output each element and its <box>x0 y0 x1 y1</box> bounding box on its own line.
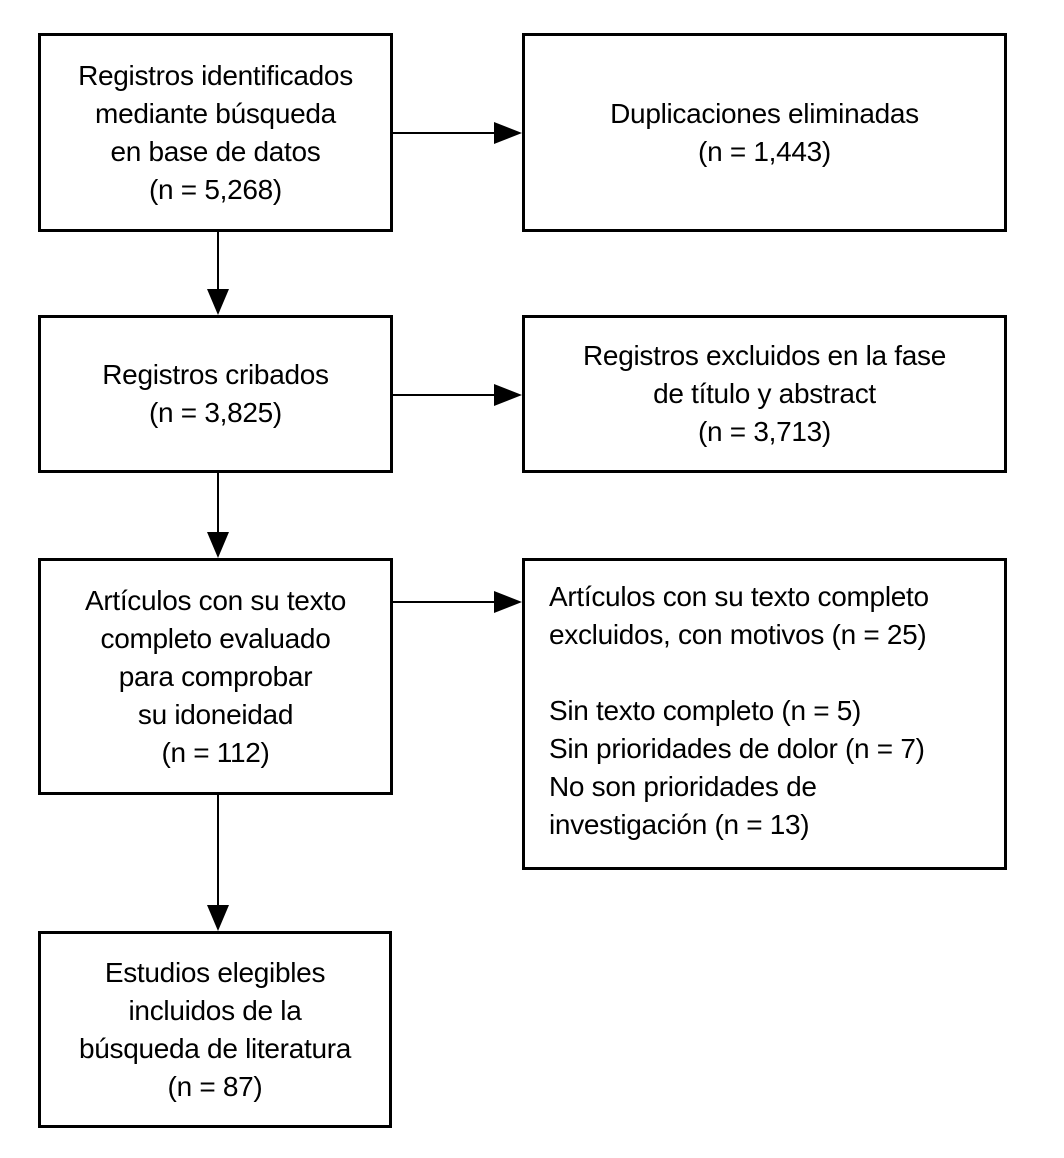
arrow-fulltext-to-included-shaft <box>217 795 219 906</box>
arrowhead-right-icon <box>494 122 522 144</box>
flow-box-records-identified: Registros identificados mediante búsqued… <box>38 33 393 232</box>
arrow-screened-to-excluded-shaft <box>393 394 496 396</box>
flow-box-records-screened: Registros cribados (n = 3,825) <box>38 315 393 473</box>
flow-box-records-identified-text: Registros identificados mediante búsqued… <box>78 59 353 205</box>
flow-box-fulltext-excluded-text: Artículos con su texto completo excluido… <box>549 581 929 840</box>
flow-box-fulltext-assessed: Artículos con su texto completo evaluado… <box>38 558 393 795</box>
arrow-screened-to-fulltext-shaft <box>217 473 219 533</box>
flow-box-records-screened-text: Registros cribados (n = 3,825) <box>102 359 329 428</box>
arrow-identified-to-screened-shaft <box>217 232 219 291</box>
flow-box-studies-included: Estudios elegibles incluidos de la búsqu… <box>38 931 392 1128</box>
flow-box-duplicates-removed-text: Duplicaciones eliminadas (n = 1,443) <box>610 97 919 167</box>
flow-box-fulltext-assessed-text: Artículos con su texto completo evaluado… <box>84 584 347 768</box>
arrow-fulltext-to-excluded-shaft <box>393 601 496 603</box>
arrowhead-right-icon <box>494 591 522 613</box>
flow-box-fulltext-excluded: Artículos con su texto completo excluido… <box>522 558 1007 870</box>
arrowhead-down-icon <box>207 289 229 315</box>
arrowhead-down-icon <box>207 905 229 931</box>
flow-box-excluded-title-abstract: Registros excluidos en la fase de título… <box>522 315 1007 473</box>
flow-box-excluded-title-abstract-text: Registros excluidos en la fase de título… <box>583 340 946 447</box>
arrow-identified-to-duplicates-shaft <box>393 132 496 134</box>
arrowhead-right-icon <box>494 384 522 406</box>
flow-box-studies-included-text: Estudios elegibles incluidos de la búsqu… <box>78 956 352 1102</box>
arrowhead-down-icon <box>207 532 229 558</box>
flow-box-duplicates-removed: Duplicaciones eliminadas (n = 1,443) <box>522 33 1007 232</box>
